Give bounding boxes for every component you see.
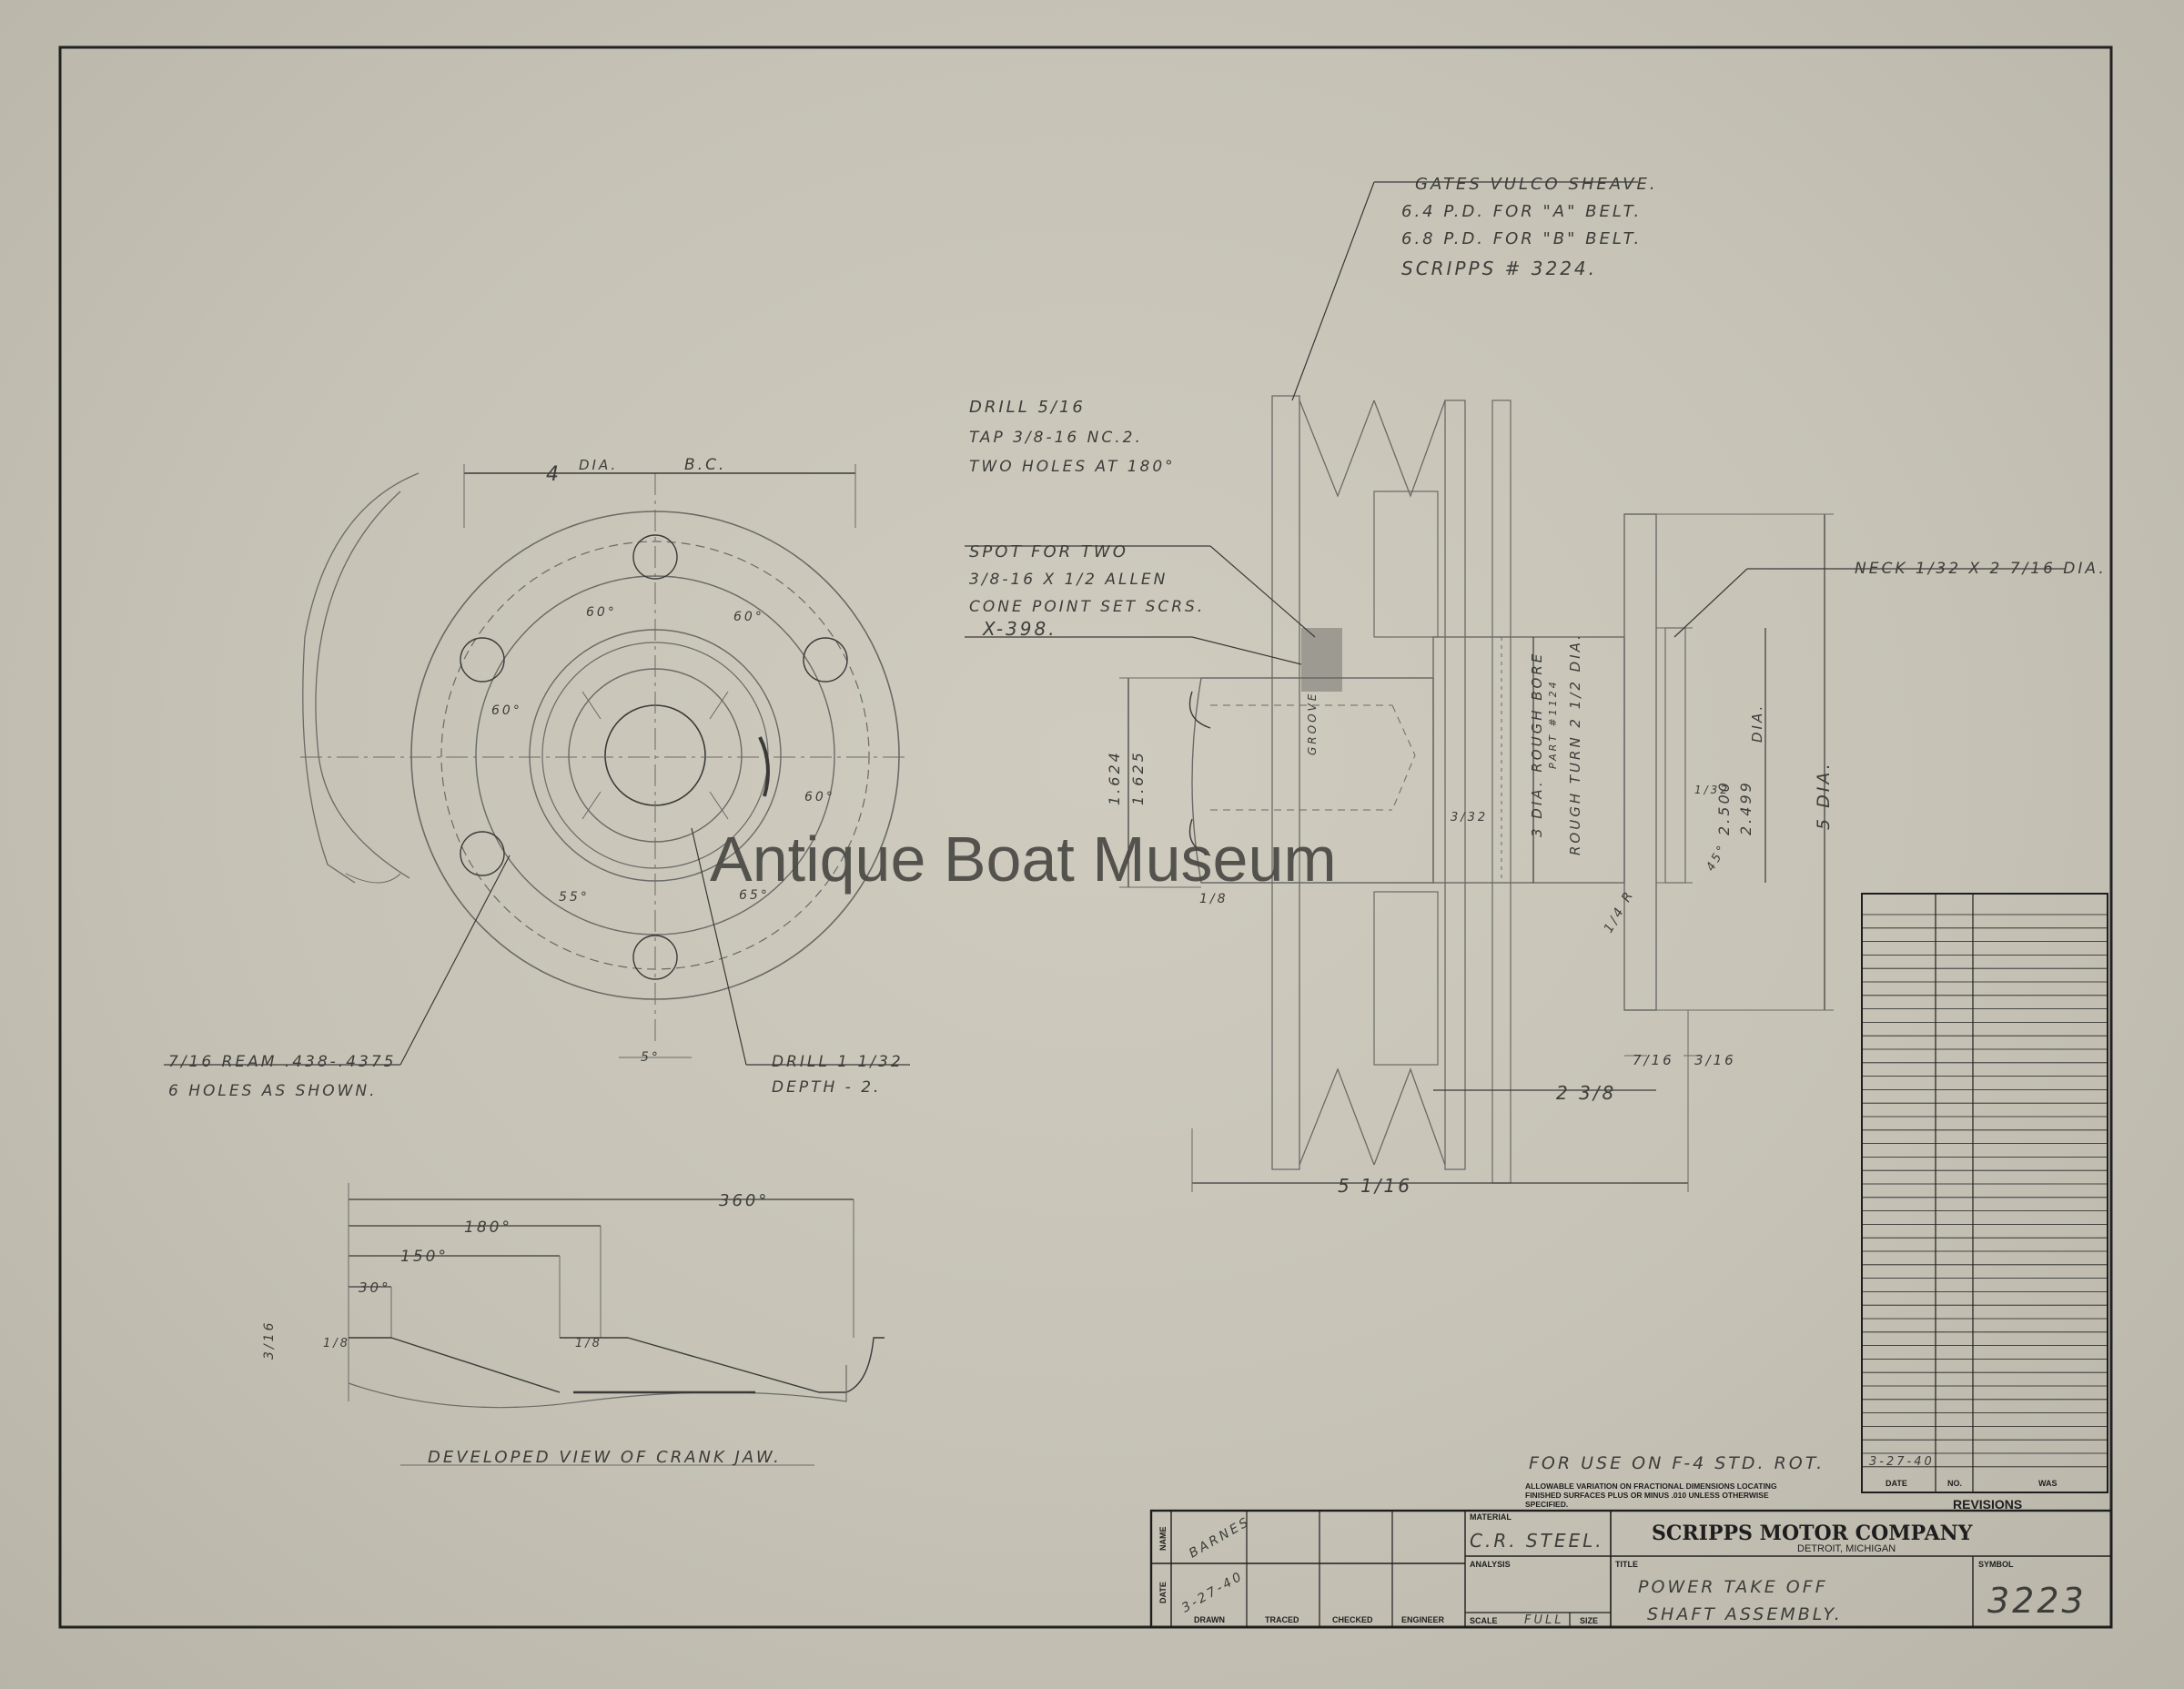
dev-3-16: 3/16 (262, 1320, 277, 1360)
dim-1-32: 1/32 (1694, 784, 1730, 796)
spot-note-line-2: 3/8-16 X 1/2 ALLEN (969, 571, 1168, 589)
company-city: DETROIT, MICHIGAN (1797, 1543, 1896, 1554)
col-checked: CHECKED (1332, 1615, 1373, 1624)
five-dia: 5 DIA. (1814, 761, 1834, 830)
angle-7: 5° (641, 1050, 661, 1065)
tolerance-line-2: FINISHED SURFACES PLUS OR MINUS .010 UNL… (1525, 1491, 1769, 1500)
part-number: PART #1124 (1547, 679, 1559, 769)
dev-1-8-a: 1/8 (323, 1337, 350, 1350)
spot-note-line-4: X-398. (982, 618, 1057, 640)
dia-label: DIA. (1749, 703, 1765, 743)
angle-5: 55° (559, 890, 590, 905)
sheet-border (58, 46, 2113, 1629)
dia-2500: 2.500 (1715, 780, 1733, 835)
drill-note-line-2: TAP 3/8-16 NC.2. (969, 429, 1143, 447)
dev-150: 150° (400, 1248, 449, 1266)
dev-180: 180° (464, 1219, 512, 1237)
neck-note: NECK 1/32 X 2 7/16 DIA. (1855, 560, 2107, 578)
museum-watermark: Antique Boat Museum (710, 824, 1337, 895)
revision-first-date: 3-27-40 (1869, 1455, 1935, 1469)
revisions-col-date: DATE (1886, 1479, 1907, 1488)
bc-dia-value: 4 (546, 463, 561, 486)
drawn-date: 3-27-40 (1179, 1569, 1247, 1616)
spot-note-line-3: CONE POINT SET SCRS. (969, 598, 1205, 616)
dimensions: 4 DIA. B.C. 60° 60° 60° 60° 55° 65° 5° 1… (262, 456, 1834, 1360)
dev-360: 360° (719, 1191, 769, 1210)
dim-7-16: 7/16 (1633, 1052, 1674, 1068)
bore-dim-b: 1.625 (1129, 750, 1147, 805)
ream-note-line-2: 6 HOLES AS SHOWN. (168, 1082, 378, 1100)
material-value: C.R. STEEL. (1470, 1530, 1604, 1552)
dim-2-3-8: 2 3/8 (1556, 1082, 1616, 1104)
col-engineer: ENGINEER (1401, 1615, 1445, 1624)
bc-label: B.C. (684, 456, 726, 474)
drawing-title-line-1: POWER TAKE OFF (1638, 1577, 1828, 1597)
dev-30: 30° (359, 1279, 391, 1296)
symbol-number: 3223 (1987, 1581, 2087, 1621)
bore-dim-a: 1.624 (1106, 750, 1123, 805)
title-label: TITLE (1615, 1560, 1638, 1569)
scale-label: SCALE (1470, 1616, 1498, 1625)
rough-bore-note: 3 DIA. ROUGH BORE (1529, 652, 1545, 837)
col-traced: TRACED (1265, 1615, 1299, 1624)
drill-depth-line-1: DRILL 1 1/32 (772, 1053, 904, 1071)
revisions-col-no: NO. (1947, 1479, 1962, 1488)
angle-3: 60° (491, 703, 522, 718)
drawn-by-name: BARNES (1187, 1514, 1253, 1561)
tolerance-line-1: ALLOWABLE VARIATION ON FRACTIONAL DIMENS… (1525, 1482, 1777, 1491)
flange-front-view (164, 464, 910, 1066)
radius-quarter: 1/4 R (1602, 887, 1638, 936)
angle-1: 60° (586, 605, 617, 620)
groove-label: GROOVE (1306, 692, 1319, 755)
drill-note-line-3: TWO HOLES AT 180° (969, 458, 1176, 476)
sheave-note-line-2: 6.4 P.D. FOR "A" BELT. (1401, 202, 1642, 221)
bc-dia-label: DIA. (579, 457, 618, 473)
angle-4: 60° (804, 790, 835, 804)
material-label: MATERIAL (1470, 1512, 1512, 1522)
drill-note-line-1: DRILL 5/16 (969, 398, 1086, 417)
row-label-date: DATE (1158, 1582, 1168, 1603)
col-drawn: DRAWN (1194, 1615, 1225, 1624)
company-name: SCRIPPS MOTOR COMPANY (1652, 1522, 1973, 1545)
dim-1-8: 1/8 (1199, 892, 1228, 906)
angle-2: 60° (733, 610, 764, 624)
developed-view-caption: DEVELOPED VIEW OF CRANK JAW. (428, 1448, 782, 1467)
rough-turn-note: ROUGH TURN 2 1/2 DIA. (1567, 632, 1583, 855)
revisions-title: REVISIONS (1953, 1497, 2022, 1512)
spot-note-line-1: SPOT FOR TWO (969, 542, 1128, 561)
dim-5-1-16: 5 1/16 (1338, 1175, 1412, 1197)
dim-3-16: 3/16 (1694, 1052, 1736, 1068)
for-use-note: FOR USE ON F-4 STD. ROT. (1529, 1453, 1825, 1473)
angle-45: 45° (1704, 842, 1730, 874)
drill-depth-line-2: DEPTH - 2. (772, 1078, 881, 1097)
sheave-note-line-3: 6.8 P.D. FOR "B" BELT. (1401, 229, 1642, 248)
revisions-col-was: WAS (2038, 1479, 2058, 1488)
symbol-label: SYMBOL (1978, 1560, 2014, 1569)
dim-3-32: 3/32 (1451, 811, 1488, 824)
revisions-table: 3-27-40 DATE NO. WAS REVISIONS (1861, 893, 2108, 1512)
sheave-note-line-1: GATES VULCO SHEAVE. (1415, 175, 1658, 194)
tolerance-line-3: SPECIFIED. (1525, 1500, 1568, 1509)
dia-2499: 2.499 (1737, 780, 1754, 835)
side-section-view (965, 181, 2066, 1192)
scale-value: FULL (1524, 1613, 1563, 1627)
title-block: NAME DATE BARNES 3-27-40 DRAWN TRACED CH… (1149, 1509, 2113, 1629)
angle-6: 65° (739, 888, 770, 903)
size-label: SIZE (1580, 1616, 1598, 1625)
dev-1-8-b: 1/8 (575, 1337, 602, 1350)
notes: GATES VULCO SHEAVE. 6.4 P.D. FOR "A" BEL… (168, 175, 2107, 1509)
row-label-name: NAME (1158, 1527, 1168, 1552)
sheave-note-line-4: SCRIPPS # 3224. (1401, 258, 1597, 279)
developed-view (348, 1183, 885, 1466)
analysis-label: ANALYSIS (1470, 1560, 1511, 1569)
drawing-title-line-2: SHAFT ASSEMBLY. (1647, 1604, 1843, 1624)
ream-note-line-1: 7/16 REAM .438-.4375 (168, 1053, 397, 1071)
